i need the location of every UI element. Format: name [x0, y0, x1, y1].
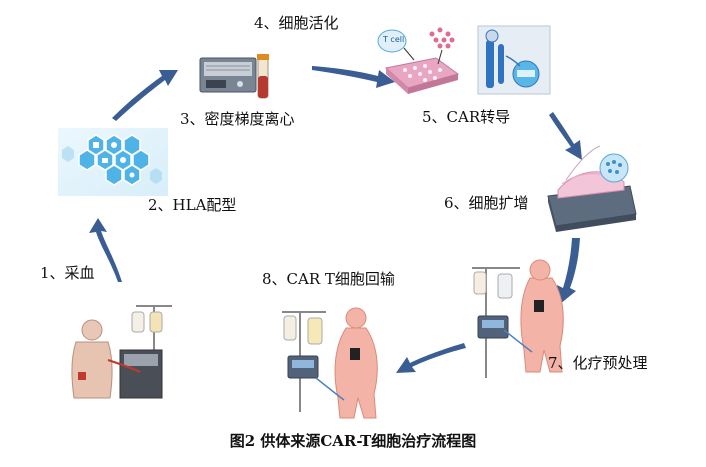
arrow-7-to-8 — [396, 343, 466, 373]
chemo-pretreatment-scene — [472, 259, 564, 378]
hla-hexagon-panel — [58, 128, 168, 196]
step-2-label: 2、HLA配型 — [148, 196, 237, 214]
car-transduction-panel — [477, 25, 551, 95]
arrow-1-to-2 — [89, 218, 122, 282]
arrow-5-to-6 — [549, 112, 582, 160]
cart-infusion-scene — [282, 307, 378, 419]
step-7-label: 7、化疗预处理 — [548, 354, 648, 372]
step-5-label: 5、CAR转导 — [422, 108, 511, 126]
step-4-label: 4、细胞活化 — [254, 14, 339, 32]
tcell-tag: T cell — [383, 35, 405, 44]
step-1-label: 1、采血 — [40, 264, 95, 282]
blood-draw-scene — [71, 305, 172, 399]
step-3-label: 3、密度梯度离心 — [180, 110, 295, 128]
figure-caption: 图2 供体来源CAR-T细胞治疗流程图 — [229, 432, 477, 450]
hexagon-icon — [105, 164, 123, 186]
centrifuge-machine — [199, 54, 269, 99]
arrow-2-to-3 — [112, 70, 178, 121]
hexagon-icon — [78, 149, 96, 171]
expansion-bioreactor — [547, 145, 637, 232]
activation-dish — [377, 27, 460, 94]
arrow-3-to-5 — [312, 66, 395, 88]
arrow-6-to-7 — [557, 238, 580, 304]
flow-arrows — [89, 66, 582, 373]
step-6-label: 6、细胞扩增 — [444, 194, 529, 212]
step-8-label: 8、CAR T细胞回输 — [262, 270, 395, 288]
